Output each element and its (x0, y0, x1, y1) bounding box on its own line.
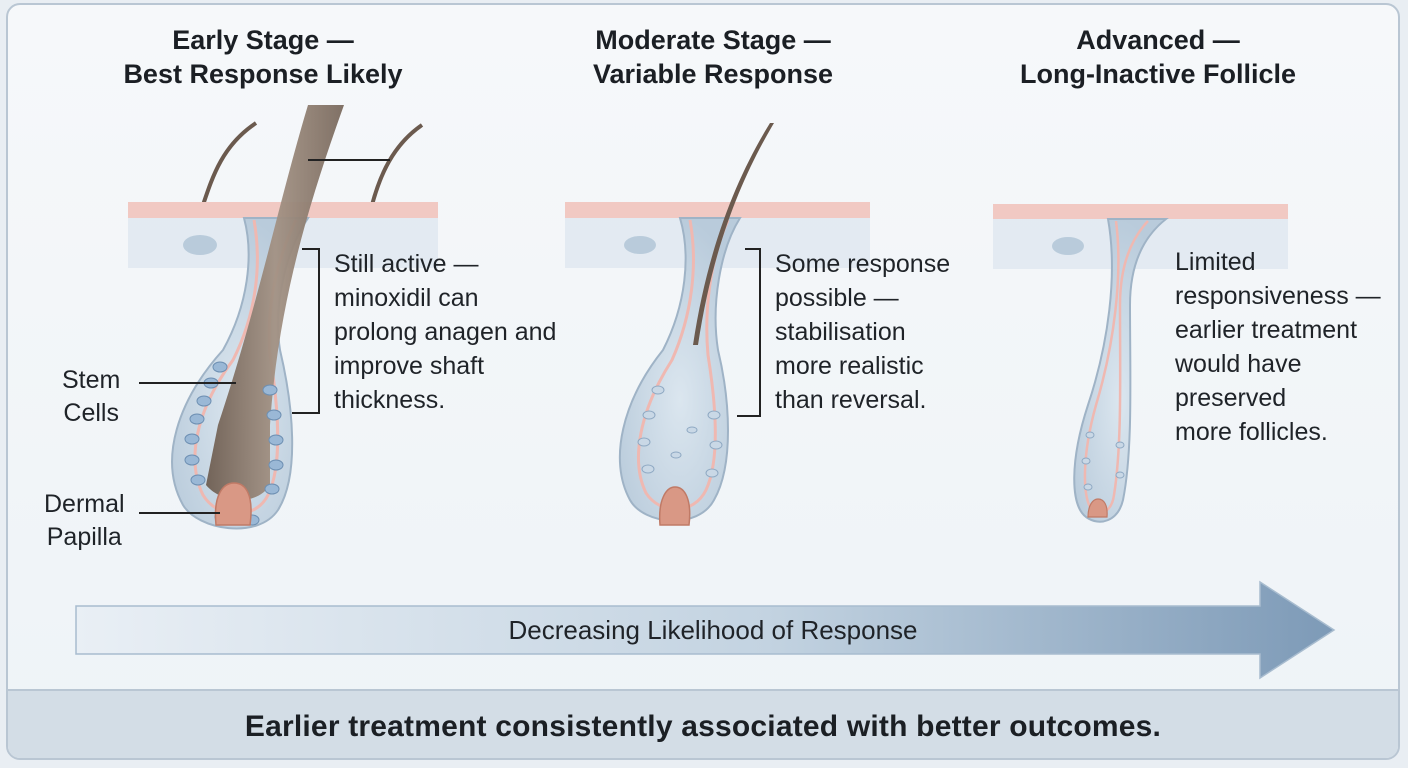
title-line: Early Stage — (172, 25, 354, 55)
description-line: thickness. (334, 386, 446, 414)
advanced-stage-title: Advanced — Long-Inactive Follicle (948, 23, 1368, 91)
sebaceous-gland (1052, 237, 1084, 255)
label-line: Dermal (44, 490, 125, 518)
decreasing-response-arrow (75, 580, 1336, 680)
description-line: minoxidil can (334, 284, 479, 312)
dermal-papilla (658, 486, 691, 526)
description-line: preserved (1175, 384, 1287, 412)
advanced-stage-follicle (993, 204, 1288, 523)
description-line: possible — (775, 284, 899, 312)
dermal-papilla (1087, 498, 1108, 518)
skin-surface (993, 204, 1288, 219)
description-line: earlier treatment (1175, 316, 1358, 344)
description-line: more realistic (775, 352, 924, 380)
follicle-illustration (75, 105, 1336, 680)
label-line: Stem (62, 366, 121, 394)
hair-shaft-left (201, 121, 258, 206)
description-line: prolong anagen and (334, 318, 557, 346)
early-stage-follicle (128, 105, 438, 530)
description-line: improve shaft (334, 352, 485, 380)
label-line: Papilla (46, 523, 122, 551)
early-stage-description: Still active — minoxidil can prolong ana… (334, 247, 556, 417)
dermal-papilla (214, 482, 252, 526)
moderate-stage-follicle (565, 123, 870, 526)
title-line: Long-Inactive Follicle (1019, 59, 1297, 89)
description-line: Some response (775, 250, 951, 278)
diagram-frame: Early Stage — Best Response Likely Moder… (6, 3, 1400, 760)
title-line: Best Response Likely (123, 59, 403, 89)
sebaceous-gland (183, 235, 217, 255)
moderate-stage-description: Some response possible — stabilisation m… (775, 247, 950, 417)
conclusion-banner: Earlier treatment consistently associate… (8, 689, 1398, 758)
sebaceous-gland (624, 236, 656, 254)
stem-cells-label: Stem Cells (62, 364, 120, 430)
hair-shaft-thick (206, 105, 344, 500)
title-line: Variable Response (592, 59, 834, 89)
description-line: Limited (1175, 248, 1256, 276)
description-line: responsiveness — (1175, 282, 1381, 310)
description-line: would have (1175, 350, 1302, 378)
advanced-stage-description: Limited responsiveness — earlier treatme… (1175, 245, 1381, 449)
description-line: more follicles. (1175, 418, 1328, 446)
description-line: stabilisation (775, 318, 906, 346)
moderate-stage-title: Moderate Stage — Variable Response (503, 23, 923, 91)
stage2-bracket (737, 248, 761, 417)
stem-cell-cluster (184, 361, 284, 526)
dermal-papilla-label: Dermal Papilla (44, 488, 125, 554)
skin-surface (565, 202, 870, 218)
label-line: Cells (63, 399, 119, 427)
stage1-bracket (292, 248, 320, 414)
conclusion-text: Earlier treatment consistently associate… (244, 709, 1162, 743)
early-stage-title: Early Stage — Best Response Likely (53, 23, 473, 91)
hair-shaft-thin (693, 123, 774, 345)
description-line: Still active — (334, 250, 479, 278)
cell-cluster (1081, 431, 1125, 491)
hair-shaft-right (370, 123, 424, 206)
title-line: Moderate Stage — (595, 25, 831, 55)
arrow-label: Decreasing Likelihood of Response (508, 615, 918, 645)
cell-cluster (637, 385, 723, 478)
title-line: Advanced — (1076, 25, 1240, 55)
description-line: than reversal. (775, 386, 927, 414)
